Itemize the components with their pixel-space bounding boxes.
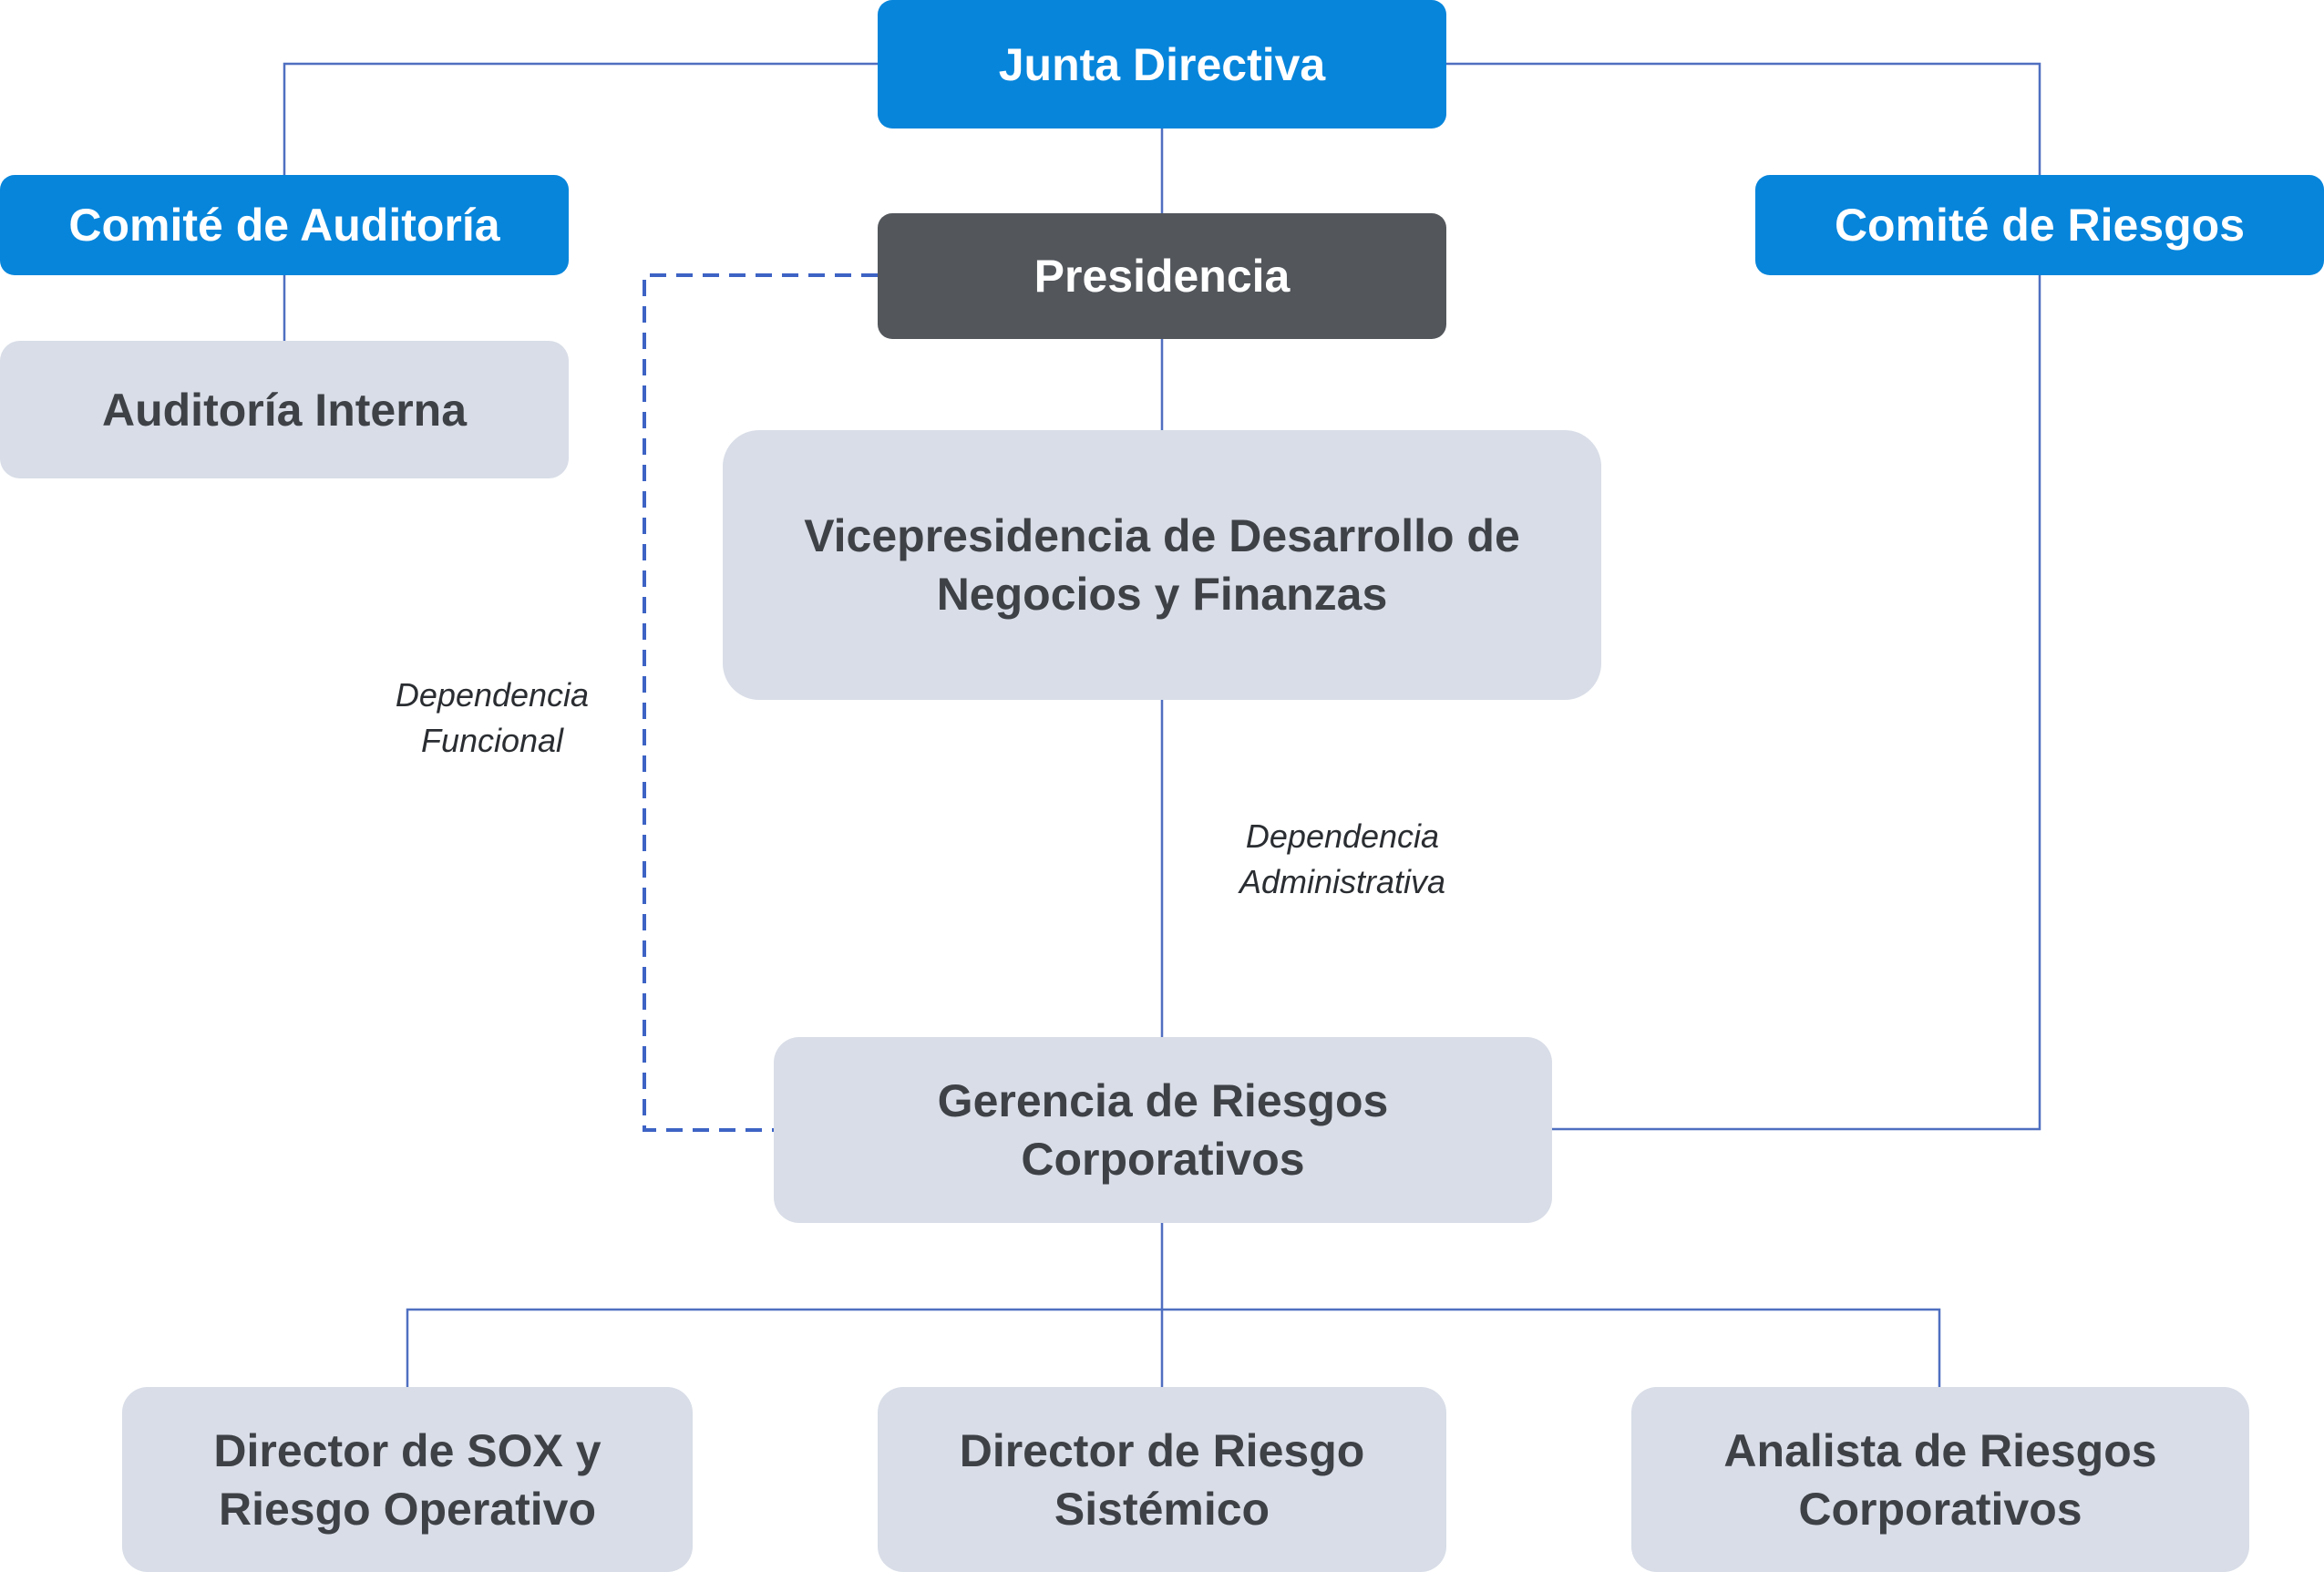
connector-dependencia-funcional — [643, 273, 878, 1132]
connector-comite-riesgos-to-gerencia — [1552, 275, 2041, 1131]
node-presidencia: Presidencia — [878, 213, 1446, 339]
node-director-sox: Director de SOX y Riesgo Operativo — [122, 1387, 693, 1572]
node-analista-riesgos: Analista de Riesgos Corporativos — [1631, 1387, 2249, 1572]
node-director-sistemico: Director de Riesgo Sistémico — [878, 1387, 1446, 1572]
node-comite-riesgos: Comité de Riesgos — [1755, 175, 2324, 275]
connector-junta-to-comite-auditoria — [283, 62, 878, 175]
node-auditoria-interna: Auditoría Interna — [0, 341, 569, 478]
label-dependencia-funcional: Dependencia Funcional — [395, 676, 590, 759]
node-vicepresidencia: Vicepresidencia de Desarrollo de Negocio… — [723, 430, 1601, 700]
label-dependencia-administrativa: Dependencia Administrativa — [1239, 817, 1446, 900]
node-comite-auditoria: Comité de Auditoría — [0, 175, 569, 275]
connector-directors-bar — [406, 1308, 1941, 1387]
node-gerencia-riesgos: Gerencia de Riesgos Corporativos — [774, 1037, 1552, 1223]
node-junta-directiva: Junta Directiva — [878, 0, 1446, 128]
connector-junta-to-comite-riesgos — [1446, 62, 2041, 175]
